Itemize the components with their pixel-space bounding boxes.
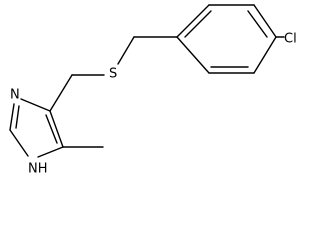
bond-ch2-imidazole bbox=[49, 74, 73, 112]
benzene-ring bbox=[176, 4, 277, 74]
bond bbox=[253, 36, 277, 74]
chlorine-atom-label: Cl bbox=[284, 32, 297, 47]
bond bbox=[9, 103, 15, 131]
nh-atom-label: NH bbox=[28, 162, 48, 177]
bond bbox=[253, 4, 277, 38]
double-bond-inner bbox=[247, 10, 268, 38]
bond bbox=[9, 129, 29, 157]
bond-ch2-s bbox=[117, 36, 135, 65]
bond bbox=[176, 4, 210, 38]
bond bbox=[20, 98, 51, 112]
double-bond-inner bbox=[15, 105, 20, 129]
sulfur-atom-label: S bbox=[109, 67, 117, 82]
bond bbox=[37, 146, 64, 158]
imidazole-ring bbox=[9, 98, 64, 158]
nitrogen-atom-label: N bbox=[10, 88, 20, 103]
double-bond-inner bbox=[45, 114, 58, 144]
bond bbox=[49, 110, 64, 148]
double-bond-inner bbox=[184, 10, 212, 38]
molecule-structure: Cl S N NH bbox=[9, 4, 297, 177]
bond bbox=[176, 36, 210, 74]
